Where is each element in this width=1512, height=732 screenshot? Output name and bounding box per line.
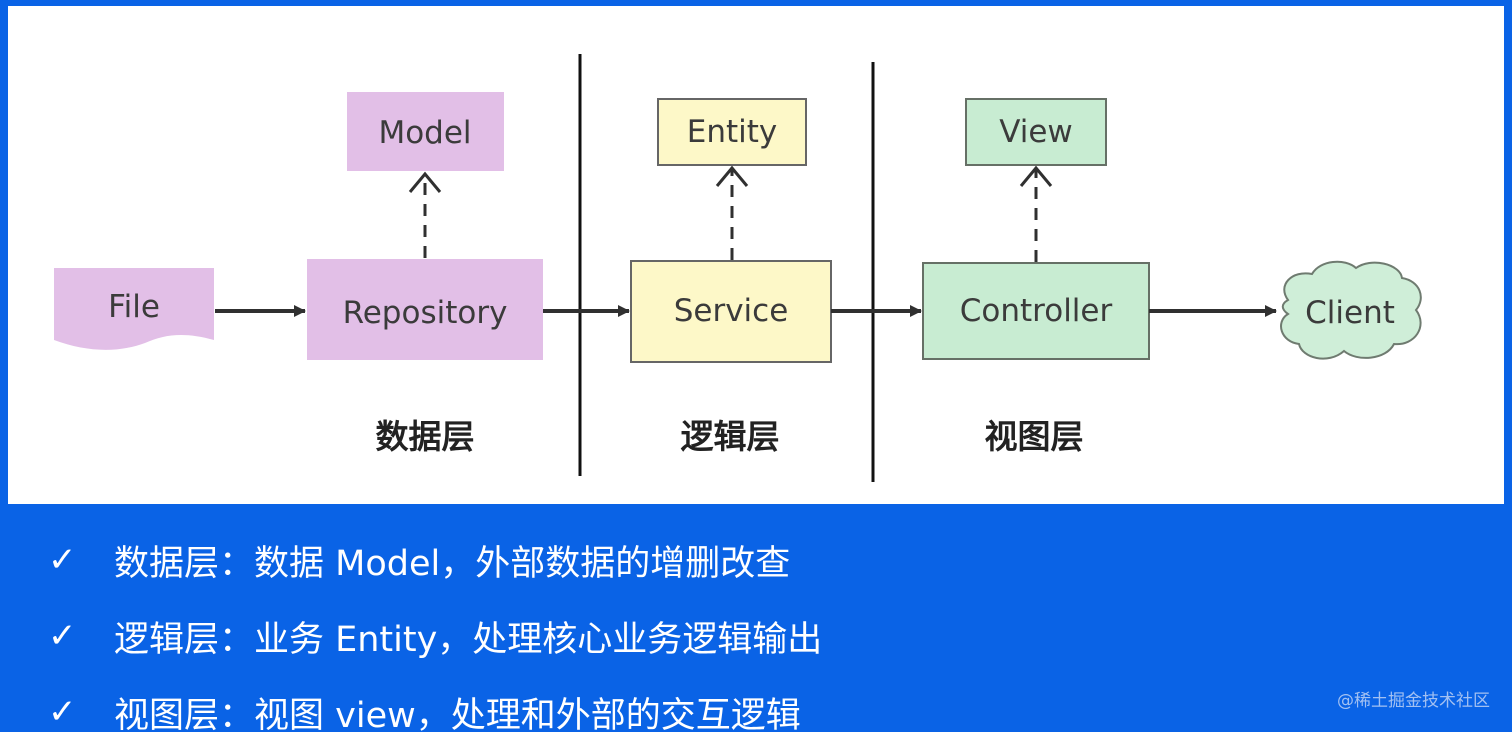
client-cloud-shape (1280, 260, 1422, 360)
model-box (347, 92, 504, 171)
diagram-panel (8, 6, 1504, 504)
entity-box (657, 98, 807, 166)
file-label: File (108, 289, 160, 325)
controller-box (922, 262, 1150, 360)
check-icon: ✓ (48, 616, 77, 656)
check-icon: ✓ (48, 540, 77, 580)
view-box (965, 98, 1107, 166)
model-label: Model (378, 115, 471, 151)
client-label: Client (1305, 295, 1395, 331)
view-arrowhead-icon (1019, 165, 1053, 187)
watermark: @稀土掘金技术社区 (1337, 691, 1490, 711)
data-layer-label: 数据层 (376, 417, 475, 456)
architecture-diagram: File Repository Model Service Entity Con… (54, 54, 1422, 482)
logic-layer-label: 逻辑层 (681, 417, 780, 456)
bullet-item-data-layer: ✓ 数据层：数据 Model，外部数据的增删改查 (48, 522, 1228, 598)
service-box (630, 260, 832, 363)
view-layer-label: 视图层 (985, 417, 1084, 456)
controller-label: Controller (960, 293, 1113, 329)
view-label: View (999, 114, 1073, 150)
file-document-shape (54, 268, 214, 350)
check-icon: ✓ (48, 692, 77, 732)
entity-label: Entity (687, 114, 778, 150)
bullet-item-view-layer: ✓ 视图层：视图 view，处理和外部的交互逻辑 (48, 674, 1228, 732)
bullet-text: 数据层：数据 Model，外部数据的增删改查 (114, 543, 791, 584)
bullet-item-logic-layer: ✓ 逻辑层：业务 Entity，处理核心业务逻辑输出 (48, 598, 1228, 674)
bullet-text: 逻辑层：业务 Entity，处理核心业务逻辑输出 (114, 619, 823, 660)
bullet-list: ✓ 数据层：数据 Model，外部数据的增删改查 ✓ 逻辑层：业务 Entity… (48, 522, 1228, 732)
service-label: Service (674, 293, 789, 329)
repository-box (307, 259, 543, 360)
entity-arrowhead-icon (715, 165, 749, 187)
repository-label: Repository (343, 295, 508, 331)
model-arrowhead-icon (408, 171, 442, 193)
bullet-text: 视图层：视图 view，处理和外部的交互逻辑 (114, 695, 801, 732)
